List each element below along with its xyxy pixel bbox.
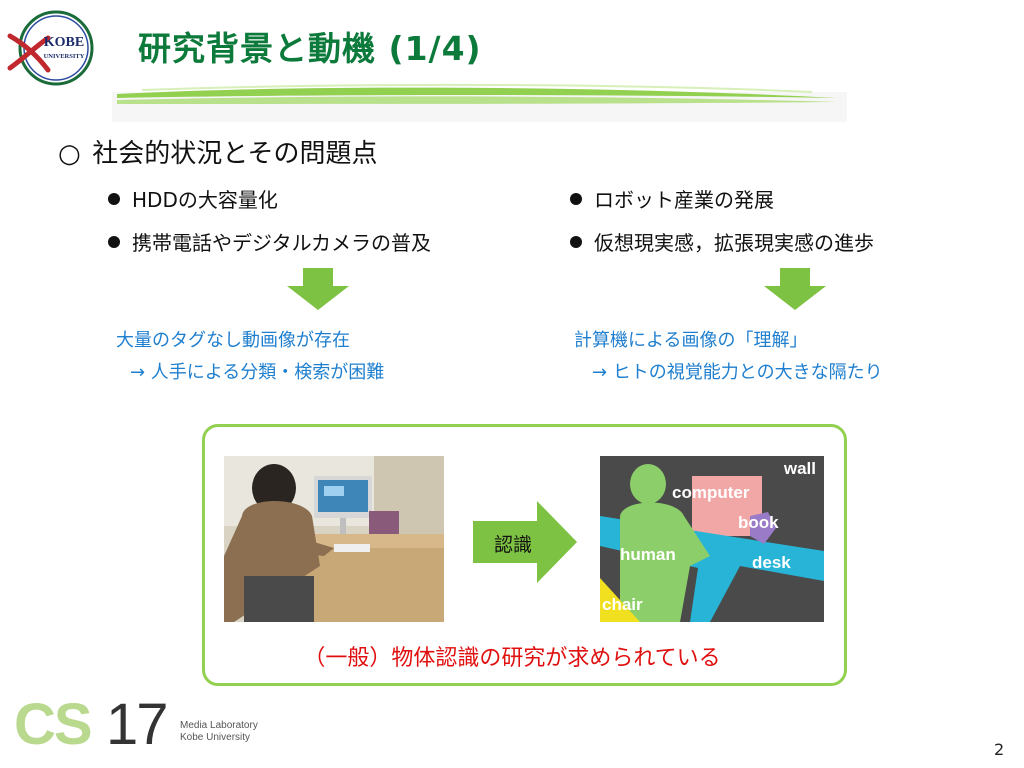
right-result-line-2: → ヒトの視覚能力との大きな隔たり — [592, 362, 883, 383]
segment-label-human: human — [620, 545, 676, 564]
circle-marker-icon: ○ — [58, 139, 81, 169]
bullet-text: HDDの大容量化 — [132, 188, 278, 212]
segment-label-computer: computer — [672, 483, 750, 502]
page-number: 2 — [994, 740, 1005, 759]
lab-name-line-1: Media Laboratory — [180, 720, 258, 731]
segment-label-wall: wall — [783, 459, 816, 478]
cs17-logo-number: 17 — [106, 692, 167, 752]
bullet-dot-icon — [108, 193, 120, 205]
title-underline-swoosh — [112, 80, 847, 125]
segment-label-desk: desk — [752, 553, 791, 572]
bullet-dot-icon — [108, 236, 120, 248]
bullet-item: ロボット産業の発展 — [570, 184, 774, 213]
recognition-arrow-icon — [473, 501, 577, 583]
bullet-text: 仮想現実感，拡張現実感の進歩 — [594, 231, 874, 255]
lab-name-line-2: Kobe University — [180, 732, 251, 743]
bullet-text: ロボット産業の発展 — [594, 188, 774, 212]
cs17-logo-cs: CS — [14, 692, 91, 752]
bullet-text: 携帯電話やデジタルカメラの普及 — [132, 231, 431, 255]
scene-photo — [224, 456, 444, 622]
left-result-line-2: → 人手による分類・検索が困難 — [130, 362, 385, 383]
segment-label-book: book — [738, 513, 779, 532]
conclusion-text: （一般）物体認識の研究が求められている — [303, 646, 721, 671]
down-arrow-icon — [764, 268, 826, 310]
bullet-dot-icon — [570, 236, 582, 248]
bullet-item: 携帯電話やデジタルカメラの普及 — [108, 227, 431, 256]
lab-name: Media Laboratory Kobe University — [180, 720, 258, 744]
logo-text-university: UNIVERSITY — [44, 53, 85, 60]
section-heading: ○ 社会的状況とその問題点 — [58, 133, 378, 170]
kobe-university-logo: KOBE UNIVERSITY — [7, 10, 94, 86]
logo-text-kobe: KOBE — [44, 35, 84, 50]
down-arrow-icon — [287, 268, 349, 310]
right-result-line-1: 計算機による画像の「理解」 — [574, 330, 808, 351]
recognition-label: 認識 — [493, 534, 532, 556]
section-heading-text: 社会的状況とその問題点 — [92, 139, 378, 169]
segment-label-chair: chair — [602, 595, 643, 614]
bullet-dot-icon — [570, 193, 582, 205]
left-result-line-1: 大量のタグなし動画像が存在 — [116, 330, 350, 351]
bullet-item: 仮想現実感，拡張現実感の進歩 — [570, 227, 874, 256]
cs17-logo: CS 17 — [14, 692, 169, 752]
slide-title: 研究背景と動機 (1/4) — [138, 29, 482, 68]
bullet-item: HDDの大容量化 — [108, 184, 278, 213]
left-result: 大量のタグなし動画像が存在 → 人手による分類・検索が困難 — [116, 325, 384, 389]
right-result: 計算機による画像の「理解」 → ヒトの視覚能力との大きな隔たり — [574, 325, 883, 389]
segmentation-map: wall computer book human desk chair — [600, 456, 824, 622]
